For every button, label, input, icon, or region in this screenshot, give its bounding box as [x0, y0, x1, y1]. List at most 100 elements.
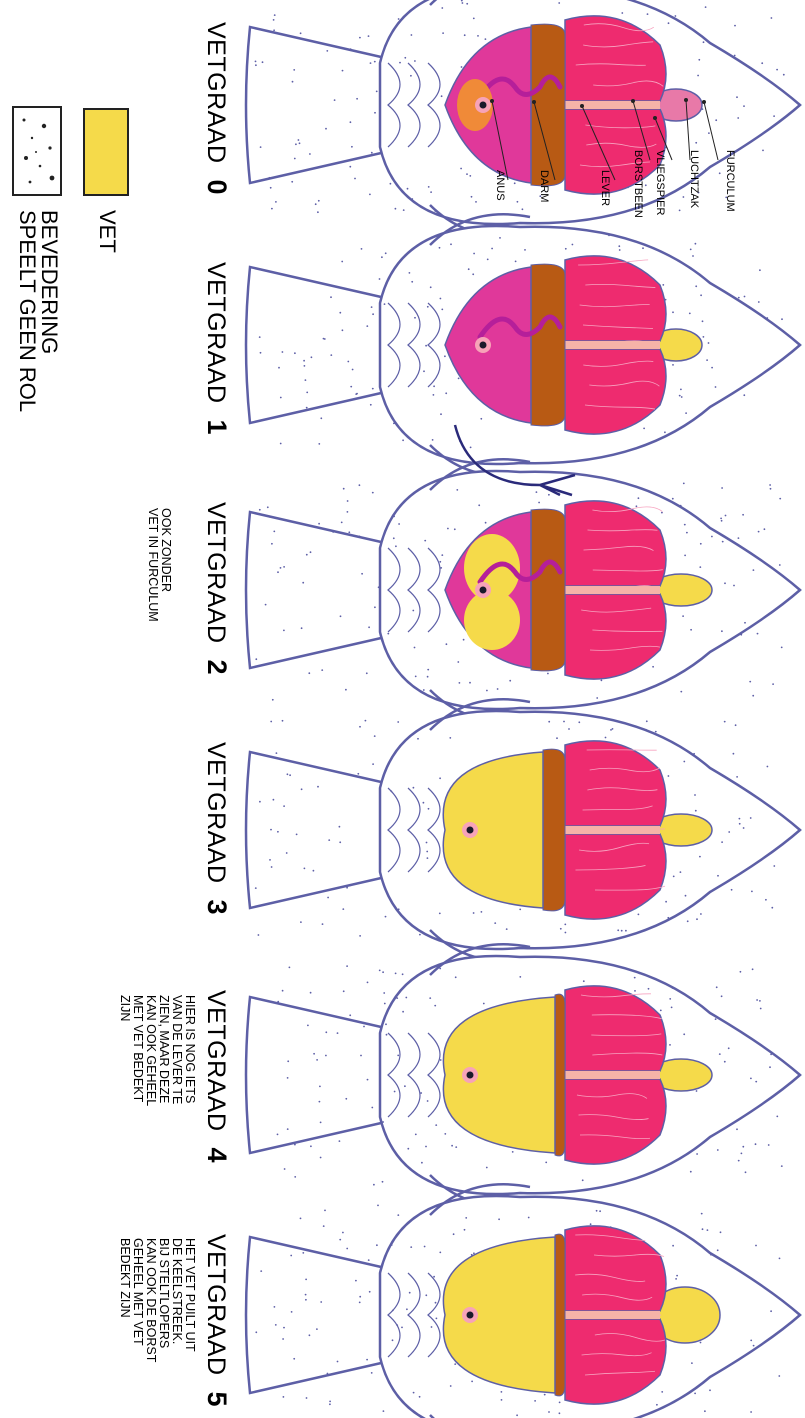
stipple-dot	[684, 555, 686, 557]
stipple-dot	[276, 752, 278, 754]
stipple-dot	[721, 487, 723, 489]
anus	[467, 1072, 474, 1079]
grade-note-4: HIER IS NOG IETSVAN DE LEVER TEZIEN, MAA…	[118, 995, 196, 1165]
stipple-dot	[439, 968, 441, 970]
stipple-dot	[738, 537, 740, 539]
stipple-dot	[689, 313, 691, 315]
stipple-dot	[687, 920, 689, 922]
stipple-dot	[638, 497, 640, 499]
stipple-dot	[450, 243, 452, 245]
stipple-dot	[776, 1116, 778, 1118]
stipple-dot	[668, 22, 670, 24]
label-leader-dot	[702, 100, 706, 104]
stipple-dot	[444, 355, 446, 357]
stipple-dot	[337, 1361, 339, 1363]
stipple-dot	[707, 1229, 709, 1231]
stipple-dot	[275, 1324, 277, 1326]
stipple-dot	[399, 62, 401, 64]
stipple-dot	[440, 1059, 442, 1061]
stipple-dot	[739, 818, 741, 820]
stipple-dot	[323, 1225, 325, 1227]
stipple-dot	[395, 208, 397, 210]
label-lever: LEVER	[599, 170, 611, 206]
stipple-dot	[565, 248, 567, 250]
stipple-dot	[695, 243, 697, 245]
stipple-dot	[379, 278, 381, 280]
stipple-dot	[366, 1359, 368, 1361]
stipple-dot	[342, 1232, 344, 1234]
stipple-dot	[320, 417, 322, 419]
stipple-dot	[272, 699, 274, 701]
stipple-dot	[695, 810, 697, 812]
stipple-dot	[298, 139, 300, 141]
stipple-dot	[475, 201, 477, 203]
stipple-dot	[769, 484, 771, 486]
stipple-dot	[759, 269, 761, 271]
stipple-dot	[260, 352, 262, 354]
stipple-dot	[425, 1146, 427, 1148]
stipple-dot	[397, 1214, 399, 1216]
stipple-dot	[342, 329, 344, 331]
stipple-dot	[330, 354, 332, 356]
stipple-dot	[461, 66, 463, 68]
stipple-dot	[309, 153, 311, 155]
stipple-dot	[679, 395, 681, 397]
stipple-dot	[485, 38, 487, 40]
stipple-dot	[548, 1411, 550, 1413]
stipple-dot	[454, 528, 456, 530]
stipple-dot	[282, 720, 284, 722]
stipple-dot	[334, 99, 336, 101]
stipple-dot	[347, 511, 349, 513]
stipple-dot	[294, 158, 296, 160]
stipple-dot	[487, 259, 489, 261]
stipple-dot	[457, 661, 459, 663]
stipple-dot	[326, 50, 328, 52]
stipple-dot	[686, 532, 688, 534]
stipple-dot	[672, 1245, 674, 1247]
stipple-dot	[293, 69, 295, 71]
tail	[246, 512, 397, 668]
stipple-dot	[283, 630, 285, 632]
stipple-dot	[318, 443, 320, 445]
stipple-dot	[636, 505, 638, 507]
stipple-dot	[427, 306, 429, 308]
stipple-dot	[675, 1278, 677, 1280]
stipple-dot	[683, 1033, 685, 1035]
stipple-dot	[744, 622, 746, 624]
stipple-dot	[439, 561, 441, 563]
stipple-dot	[519, 976, 521, 978]
stipple-dot	[446, 643, 448, 645]
stipple-dot	[752, 695, 754, 697]
stipple-dot	[776, 69, 778, 71]
stipple-dot	[401, 1327, 403, 1329]
stipple-dot	[427, 1100, 429, 1102]
stipple-dot	[617, 929, 619, 931]
stipple-dot	[427, 857, 429, 859]
stipple-dot	[559, 1402, 561, 1404]
stipple-dot	[738, 1160, 740, 1162]
label-leader-dot	[532, 100, 536, 104]
stipple-dot	[413, 787, 415, 789]
stipple-dot	[306, 554, 308, 556]
stipple-dot	[724, 582, 726, 584]
stipple-dot	[683, 196, 685, 198]
stipple-dot	[669, 998, 671, 1000]
stipple-dot	[558, 2, 560, 4]
stipple-dot	[519, 909, 521, 911]
stipple-dot	[384, 1003, 386, 1005]
stipple-dot	[568, 728, 570, 730]
stipple-dot	[421, 1162, 423, 1164]
stipple-dot	[431, 1326, 433, 1328]
stipple-dot	[337, 1032, 339, 1034]
stipple-dot	[347, 361, 349, 363]
stipple-dot	[343, 990, 345, 992]
stipple-dot	[287, 1128, 289, 1130]
stipple-dot	[538, 502, 540, 504]
stipple-dot	[728, 831, 730, 833]
stipple-dot	[491, 248, 493, 250]
stipple-dot	[275, 201, 277, 203]
stipple-dot	[409, 1292, 411, 1294]
stipple-dot	[464, 1229, 466, 1231]
stipple-dot	[680, 871, 682, 873]
